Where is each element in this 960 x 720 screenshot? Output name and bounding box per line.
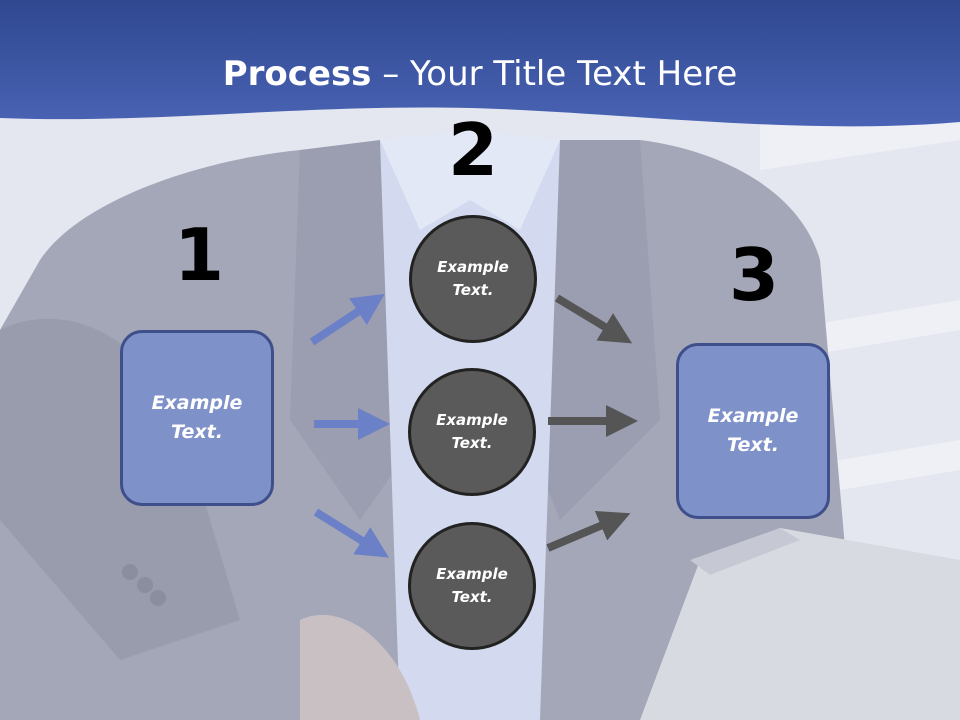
step-3-label: Example Text. [707,405,799,456]
title-bold: Process [222,54,372,94]
step-2-circle-bottom-label: Example Text. [436,565,508,606]
step-1-box: Example Text. [120,330,274,506]
title-rest: – Your Title Text Here [371,54,738,94]
slide-title: Process – Your Title Text Here [0,52,960,96]
header-banner [0,0,960,127]
step-number-1: 1 [173,213,225,297]
arrow-1-to-2c [313,508,389,558]
arrow-2a-to-3 [554,294,633,344]
step-1-label: Example Text. [151,392,243,443]
arrow-1-to-2a [309,293,385,346]
step-2-circle-middle: Example Text. [408,368,536,496]
step-2-circle-middle-label: Example Text. [436,411,508,452]
step-number-3: 3 [728,233,780,317]
step-2-circle-top-label: Example Text. [437,258,509,299]
step-2-circle-bottom: Example Text. [408,522,536,650]
step-number-2: 2 [447,108,499,192]
arrow-2c-to-3 [546,510,631,552]
step-2-circle-top: Example Text. [409,215,537,343]
step-3-box: Example Text. [676,343,830,519]
